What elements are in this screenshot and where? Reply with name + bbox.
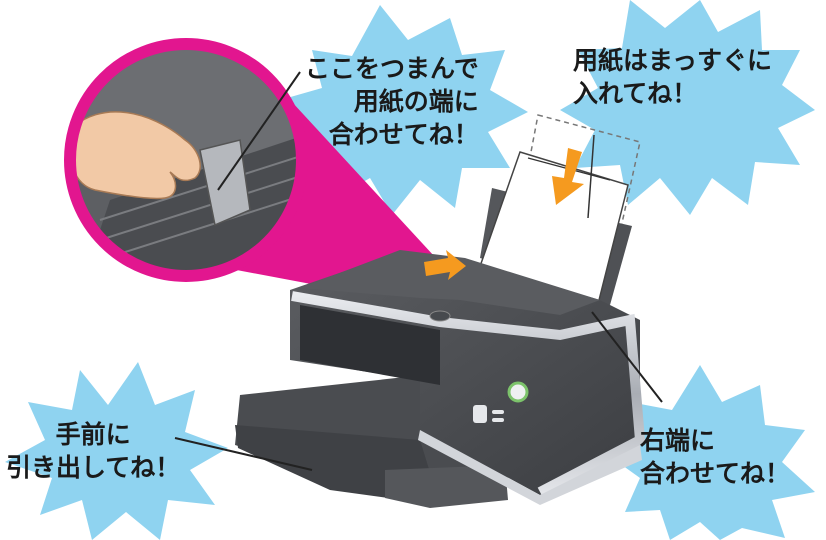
output-tray-front-flap [385,465,508,508]
fingers [70,111,201,200]
power-button[interactable] [507,381,529,403]
callout-pinch-line2: 用紙の端に [353,87,479,116]
printer-base-chrome [418,430,642,505]
magnifier-content [70,44,302,276]
control-button-1[interactable] [473,405,487,423]
callout-right-edge-line1: 右端に [640,426,716,455]
callout-pull-out-line2: 引き出してね！ [6,453,181,482]
starburst-right-edge [608,365,815,540]
paper-center-line [587,134,595,219]
starburst-paper [560,0,815,215]
callout-pull-out-line1: 手前に [55,420,131,449]
callout-paper-line1: 用紙はまっすぐに [573,46,773,75]
printer-top-panel [300,250,600,315]
control-button-2[interactable] [492,410,504,414]
orange-right-arrow-icon [424,250,466,280]
printer-chrome-trim [291,291,646,497]
callout-pinch-guide: ここをつまんで 用紙の端に 合わせてね！ [305,52,479,151]
printer-front-window [300,305,440,385]
magnifier-ring [64,38,308,282]
callout-pinch-line1: ここをつまんで [305,54,479,83]
callout-right-edge: 右端に 合わせてね！ [640,424,790,490]
callout-paper-line2: 入れてね！ [573,79,698,108]
orange-down-arrow-icon [552,148,584,205]
callout-pull-out: 手前に 引き出してね！ [6,418,180,484]
callout-right-edge-line2: 合わせてね！ [640,459,791,488]
callout-pinch-line3: 合わせてね！ [328,120,479,149]
leader-line-pull-out [174,437,313,471]
leader-line-right-edge [591,311,663,403]
leader-line-pinch [217,71,301,191]
control-button-3[interactable] [492,418,504,422]
starburst-pull-out [5,362,228,540]
printer-top-knob [429,310,451,322]
callout-paper-straight: 用紙はまっすぐに 入れてね！ [573,44,772,110]
